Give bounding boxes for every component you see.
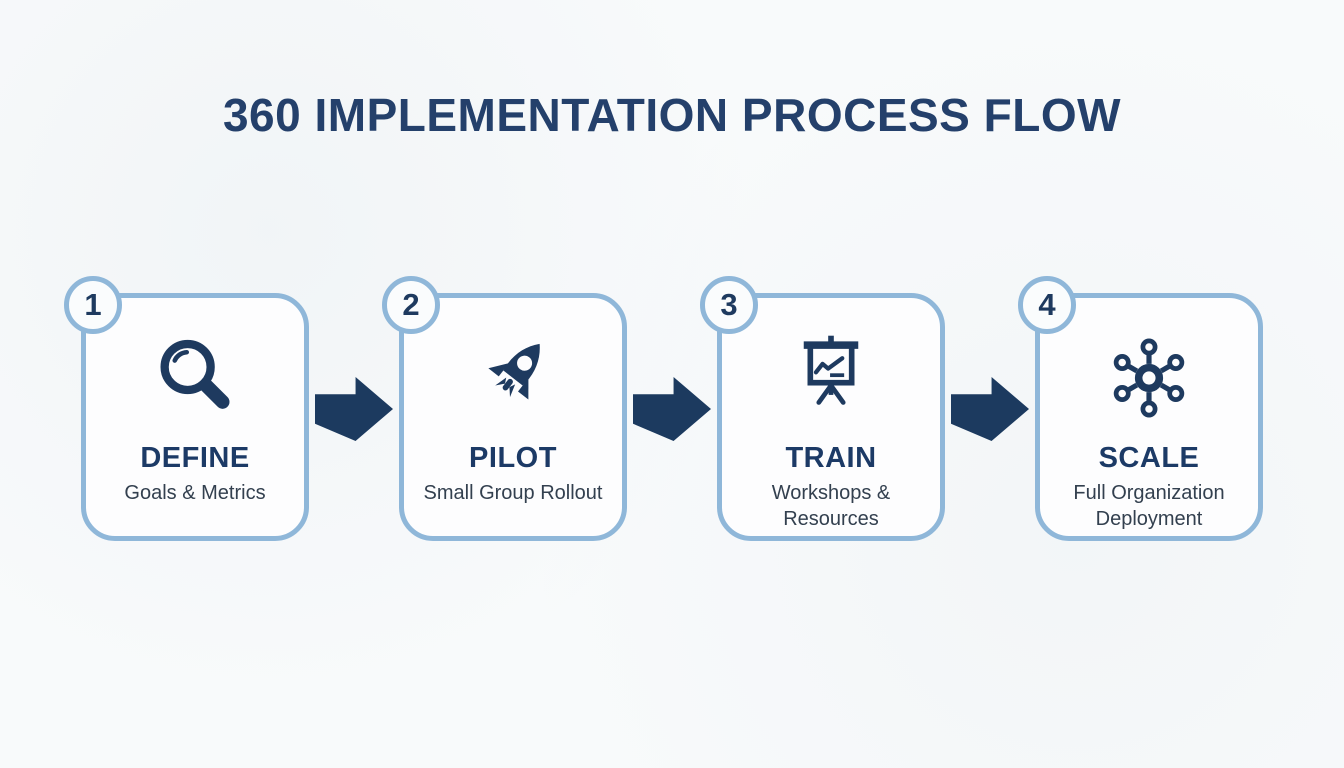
step-box-define: 1 DEFINE Goals & Metrics [64,276,309,541]
step-number-badge: 1 [64,276,122,334]
step-box-train: 3 TRAIN Workshops & Resources [700,276,945,541]
step-box-pilot: 2 PILOT Small Group Rollout [382,276,627,541]
arrow-right-icon [315,377,393,441]
step-name: SCALE [1098,442,1200,474]
step-name: PILOT [469,442,557,474]
arrow-right-icon [633,377,711,441]
step-number-badge: 4 [1018,276,1076,334]
step-name: DEFINE [140,442,250,474]
step-name: TRAIN [785,442,877,474]
step-number: 2 [402,287,420,322]
step-number: 3 [720,287,738,322]
arrow-right-icon [951,377,1029,441]
rocket-icon [466,324,560,432]
step-subtitle: Small Group Rollout [423,482,603,504]
network-hub-icon [1102,324,1196,432]
step-subtitle: Workshops & Resources [771,482,891,530]
step-number-badge: 3 [700,276,758,334]
magnifier-icon [149,324,241,432]
step-subtitle: Full Organization Deployment [1073,482,1225,530]
step-number-badge: 2 [382,276,440,334]
process-flow: 1 DEFINE Goals & Metrics 2 [0,276,1344,541]
step-number: 1 [84,287,102,322]
page-title: 360 IMPLEMENTATION PROCESS FLOW [222,89,1122,141]
step-subtitle: Goals & Metrics [124,482,266,504]
presentation-board-icon [784,324,878,432]
step-box-scale: 4 [1018,276,1263,541]
step-number: 4 [1038,287,1056,322]
